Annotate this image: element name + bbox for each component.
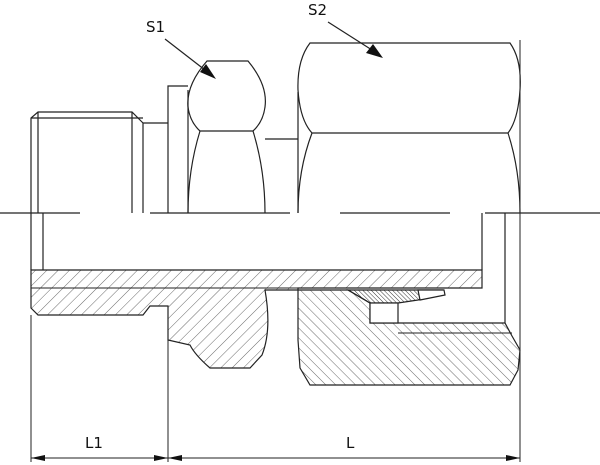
leader-s2 <box>327 21 383 58</box>
ring-tip <box>417 289 446 301</box>
hex-s1-upper <box>187 60 298 214</box>
label-s1: S1 <box>146 18 166 36</box>
flange-upper <box>167 85 188 213</box>
nut-section <box>297 289 521 386</box>
dimension-lines <box>30 40 521 462</box>
label-l1: L1 <box>85 434 103 452</box>
label-l: L <box>346 434 355 452</box>
stud-thread-upper <box>30 111 168 270</box>
dimension-arrows <box>31 455 520 461</box>
leader-s1 <box>164 38 216 79</box>
label-s2: S2 <box>308 1 328 19</box>
body-section <box>30 269 483 369</box>
ring-gap <box>369 302 399 324</box>
